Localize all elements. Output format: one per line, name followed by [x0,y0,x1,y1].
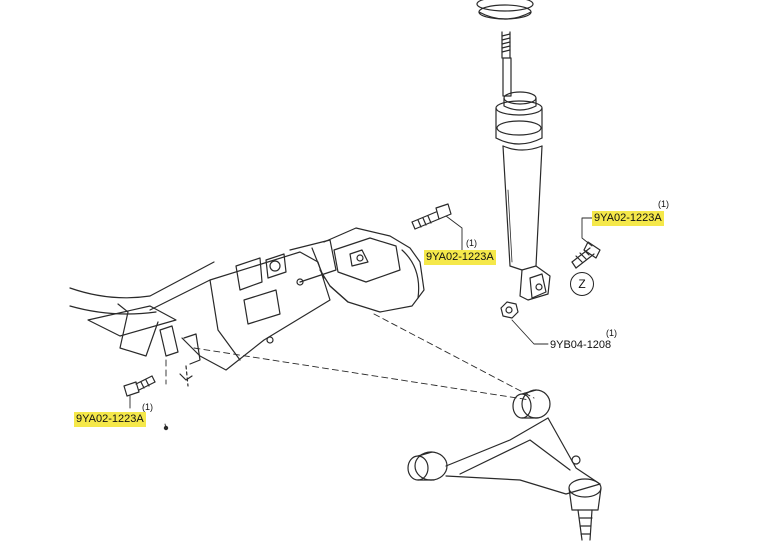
bolt-shock-mount [571,241,601,269]
qty-label-bolt-shock-mount: (1) [658,199,669,209]
alignment-lines [165,313,535,401]
nut [500,301,519,319]
part-label-bolt-shock-mount: 9YA02-1223A [592,211,664,226]
part-label-nut: 9YB04-1208 [550,339,612,351]
bolt-crossmember-lower [123,375,156,397]
part-label-bolt-crossmember-upper: 9YA02-1223A [424,250,496,265]
qty-label-bolt-crossmember-lower: (1) [142,402,153,412]
upper-mount-bracket [319,227,425,313]
shock-absorber [495,31,551,301]
qty-label-bolt-crossmember-upper: (1) [466,238,477,248]
coil-spring [476,0,534,20]
view-marker-z: Z [570,272,594,296]
bolt-crossmember-upper [411,203,452,230]
leader-lines [129,215,595,429]
qty-label-nut: (1) [606,328,617,338]
crossmember [69,239,337,387]
upper-control-arm [407,389,602,541]
part-label-bolt-crossmember-lower: 9YA02-1223A [74,412,146,427]
small-washer [163,425,169,431]
